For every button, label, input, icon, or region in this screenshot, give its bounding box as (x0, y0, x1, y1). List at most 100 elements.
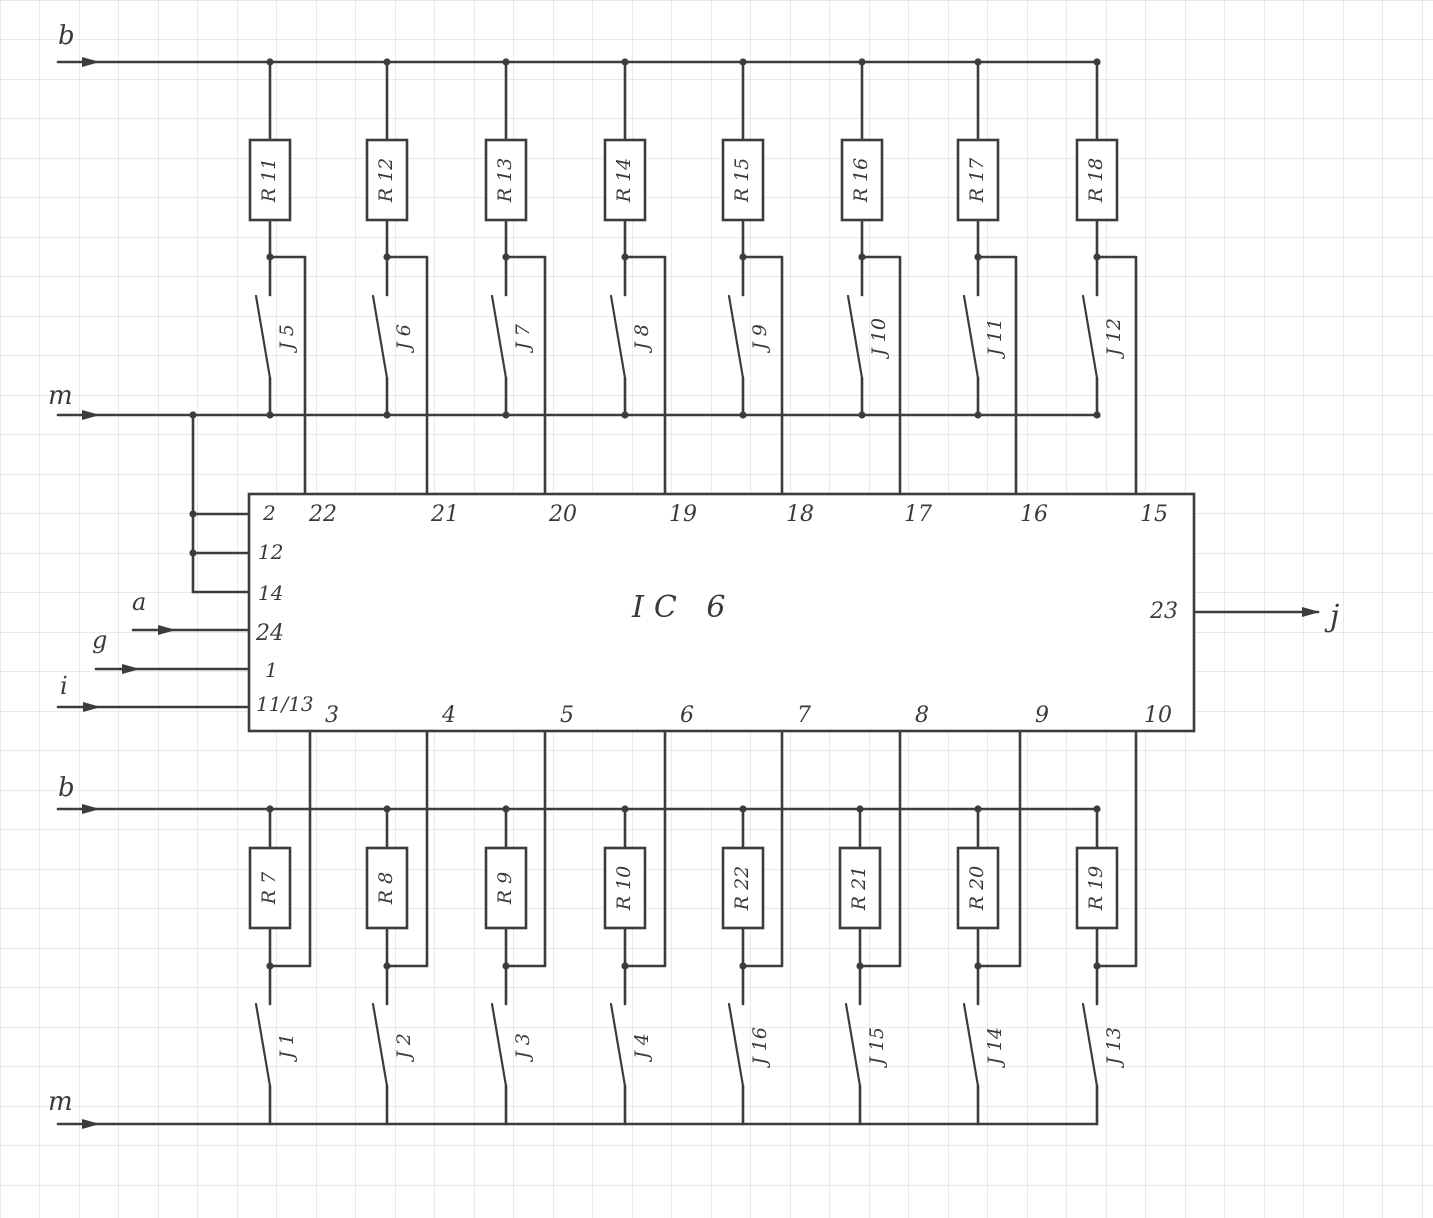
resistor-label: R 21 (848, 866, 870, 912)
resistor-bottom (956, 846, 1000, 930)
switch-label: J 9 (749, 324, 771, 354)
rail-label-bottom-m: m (48, 1087, 73, 1117)
ic-output-pin: 23 (1149, 599, 1178, 624)
switch-blade (1081, 1002, 1099, 1088)
resistor-label: R 11 (258, 158, 280, 204)
resistor-label: R 9 (494, 872, 516, 905)
input-i-arrow (83, 702, 101, 712)
resistor-bottom (838, 846, 882, 930)
ic-left-pin: 14 (258, 581, 283, 605)
switch-blade (490, 294, 508, 380)
switch-label: J 1 (276, 1033, 298, 1063)
switch-label: J 2 (393, 1033, 415, 1063)
top-m-arrow (82, 410, 100, 420)
ic-bottom-pin: 3 (325, 703, 339, 728)
junction-dot (621, 411, 629, 419)
ic-top-pin: 16 (1020, 502, 1048, 527)
bottom-m-arrow (82, 1119, 100, 1129)
ic-bottom-pin: 5 (560, 703, 574, 728)
tap-to-ic (1095, 255, 1138, 496)
resistor-bottom (484, 846, 528, 930)
switch-label: J 14 (984, 1027, 1006, 1069)
switch-label: J 16 (749, 1027, 771, 1069)
switch-blade (844, 1002, 862, 1088)
switch-label: J 7 (512, 323, 534, 354)
junction-dot (266, 411, 274, 419)
bottom-b-arrow (82, 804, 100, 814)
ic-bottom-pin: 7 (797, 703, 811, 728)
resistor-bottom (721, 846, 765, 930)
tap-to-ic (504, 255, 547, 496)
resistor-label: R 7 (258, 871, 280, 905)
ic-6-body (247, 492, 1196, 733)
tap-from-ic (858, 729, 902, 968)
junction-dot (858, 411, 866, 419)
ic-top-pin: 19 (669, 502, 697, 527)
tap-to-ic (623, 255, 667, 496)
tap-to-ic (741, 255, 784, 496)
switch-blade (962, 1002, 980, 1088)
ic-left-pin: 11/13 (256, 692, 314, 716)
output-j-arrow (1302, 607, 1320, 617)
resistor-label: R 12 (375, 158, 397, 204)
resistor-top (484, 138, 528, 222)
resistor-bottom (365, 846, 409, 930)
switch-label: J 11 (984, 318, 1006, 360)
switch-blade (846, 294, 864, 380)
switch-label: J 8 (631, 324, 653, 354)
switch-blade (727, 294, 745, 380)
ic-top-pin: 20 (548, 502, 577, 527)
switch-blade (254, 1002, 272, 1088)
input-label-a: a (132, 588, 146, 616)
components: R 11J 5R 12J 6R 13J 7R 14J 8R 15J 9R 16J… (247, 138, 1196, 1069)
switch-blade (727, 1002, 745, 1088)
switch-label: J 3 (512, 1033, 534, 1063)
input-a-arrow (158, 625, 176, 635)
rail-label-bottom-b: b (58, 773, 75, 803)
ic-left-pin: 24 (255, 621, 284, 646)
tap-from-ic (1095, 729, 1138, 968)
junction-dot (189, 411, 197, 419)
resistor-top (721, 138, 765, 222)
resistor-label: R 20 (966, 866, 988, 912)
resistor-label: R 18 (1085, 158, 1107, 204)
junction-dot (383, 411, 391, 419)
tap-to-ic (976, 255, 1018, 496)
input-label-i: i (60, 672, 68, 700)
ic-bottom-pin: 10 (1144, 703, 1172, 728)
tap-from-ic (504, 729, 547, 968)
tap-from-ic (385, 729, 429, 968)
tap-from-ic (741, 729, 784, 968)
resistor-top (840, 138, 884, 222)
ic-bottom-pin: 6 (680, 703, 694, 728)
resistor-label: R 10 (613, 866, 635, 912)
ic-top-pin: 22 (308, 502, 337, 527)
ic-top-pin: 15 (1140, 502, 1168, 527)
switch-label: J 4 (631, 1033, 653, 1063)
resistor-bottom (248, 846, 292, 930)
switch-blade (371, 1002, 389, 1088)
tap-to-ic (860, 255, 902, 496)
resistor-label: R 14 (613, 158, 635, 204)
switch-label: J 10 (868, 318, 890, 360)
junction-dot (974, 411, 982, 419)
resistor-top (1075, 138, 1119, 222)
tap-from-ic (623, 729, 667, 968)
resistor-label: R 15 (731, 158, 753, 204)
switch-blade (962, 294, 980, 380)
junction-dot (189, 510, 197, 518)
tap-to-ic (385, 255, 429, 496)
resistor-top (365, 138, 409, 222)
ic-left-pin: 12 (258, 540, 283, 564)
resistor-label: R 16 (850, 158, 872, 204)
resistor-label: R 22 (731, 866, 753, 912)
resistor-label: R 8 (375, 872, 397, 905)
resistor-label: R 19 (1085, 866, 1107, 912)
junction-dot (1093, 411, 1101, 419)
resistor-top (956, 138, 1000, 222)
switch-blade (490, 1002, 508, 1088)
switch-blade (254, 294, 272, 380)
resistor-top (248, 138, 292, 222)
tap-from-ic (976, 729, 1022, 968)
input-label-g: g (92, 626, 107, 654)
